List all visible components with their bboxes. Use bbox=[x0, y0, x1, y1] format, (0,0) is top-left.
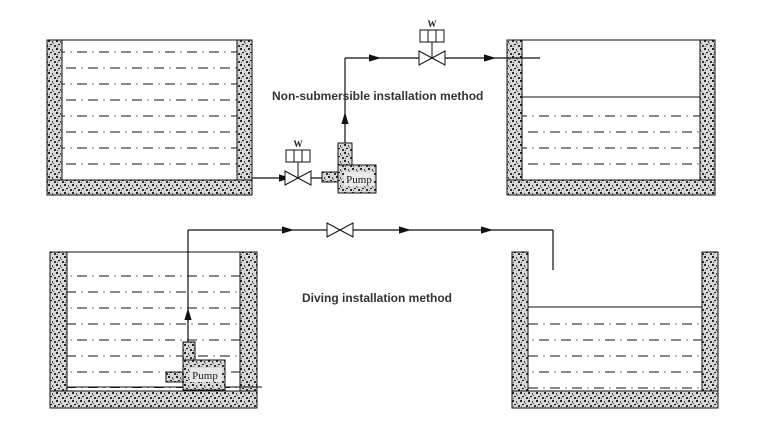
pump-bottom: Pump bbox=[165, 341, 226, 391]
top-method-title: Non-submersible installation method bbox=[272, 89, 484, 103]
destination-tank-bottom bbox=[511, 251, 719, 409]
pump-label: Pump bbox=[192, 370, 218, 382]
source-tank-bottom bbox=[49, 251, 262, 409]
valve-label: W bbox=[294, 139, 303, 149]
bottom-method-title: Diving installation method bbox=[302, 291, 453, 305]
pump-top: Pump bbox=[321, 142, 377, 194]
water bbox=[62, 50, 237, 178]
water bbox=[522, 104, 700, 178]
valve-icon bbox=[326, 222, 354, 238]
valve-label: W bbox=[428, 19, 437, 29]
destination-tank-top bbox=[506, 39, 716, 196]
source-tank-top bbox=[46, 39, 253, 196]
solenoid-valve-icon: W bbox=[284, 139, 312, 186]
pump-label: Pump bbox=[346, 174, 372, 186]
solenoid-valve-icon: W bbox=[418, 19, 446, 66]
water bbox=[528, 314, 702, 390]
